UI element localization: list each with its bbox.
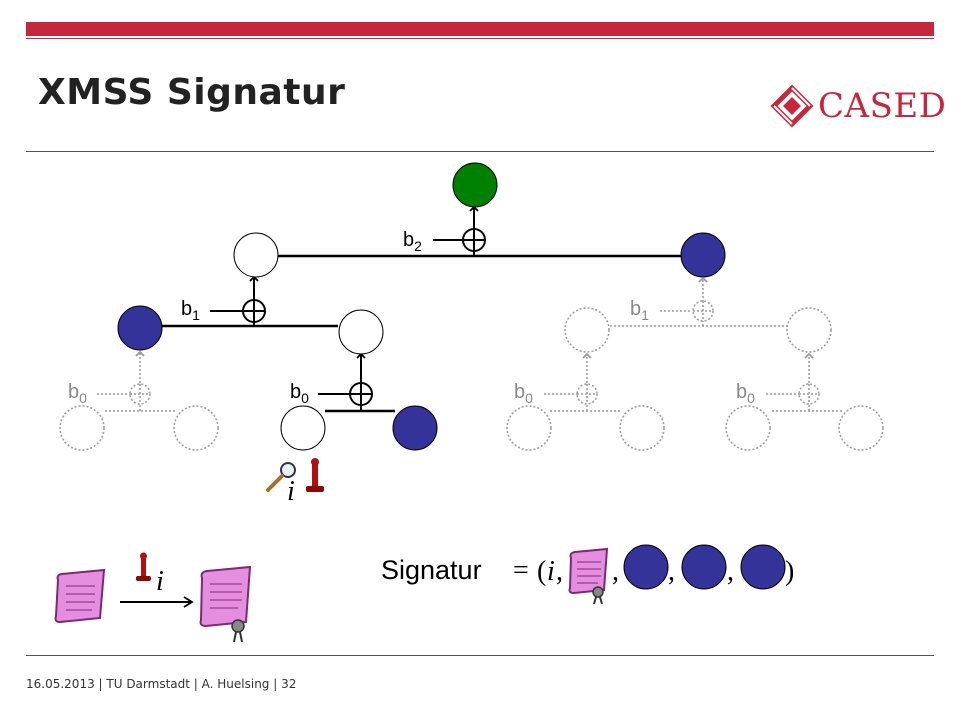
footer-page-number: 32: [281, 677, 297, 691]
stamp-icon: [136, 552, 151, 581]
cased-logo: CASED: [770, 84, 946, 132]
footer-separator: |: [189, 677, 202, 691]
footer-separator: |: [94, 677, 107, 691]
signature-comma-1: ,: [556, 556, 563, 587]
signature-open-paren: (: [537, 556, 546, 587]
root-node: [452, 162, 498, 208]
footer-institution: TU Darmstadt: [106, 677, 190, 691]
signature-auth-node-1: [681, 544, 727, 590]
leaf-index-i: i: [287, 476, 295, 507]
slide-title: XMSS Signatur: [38, 72, 346, 113]
active-tree: [117, 162, 726, 451]
signature-auth-node-2: [740, 544, 786, 590]
footer-date: 16.05.2013: [26, 677, 95, 691]
leaf-node-i: [280, 405, 326, 451]
leaf-node-7: [838, 405, 884, 451]
signature-comma-4: ,: [727, 556, 734, 587]
footer-separator: |: [269, 677, 282, 691]
title-divider: [26, 151, 934, 152]
footer-divider: [26, 655, 934, 656]
node-level1-right-a: [564, 307, 610, 353]
stamp-icon: [306, 458, 324, 492]
footer: 16.05.2013 | TU Darmstadt | A. Huelsing …: [26, 677, 296, 691]
signed-scroll-icon: [568, 547, 609, 605]
auth-node-level1: [117, 305, 163, 351]
header-accent-bar: [26, 22, 934, 36]
magnifier-icon: [266, 462, 296, 492]
auth-node-level0: [392, 405, 438, 451]
label-b1: b1: [181, 298, 200, 323]
signed-scroll-icon: [199, 565, 252, 643]
signature-comma-3: ,: [668, 556, 675, 587]
label-b1-right: b1: [630, 298, 649, 323]
signature-equals: =: [513, 555, 529, 586]
signature-index: i: [547, 556, 555, 587]
legend-index-i: i: [156, 566, 164, 597]
signature-close-paren: ): [785, 556, 794, 587]
label-b0-right-a: b0: [514, 381, 533, 406]
footer-author: A. Huelsing: [201, 677, 270, 691]
signature-comma-2: ,: [612, 556, 619, 587]
label-b0-left: b0: [68, 381, 87, 406]
logo-text: CASED: [818, 86, 947, 126]
node-level1-right: [338, 309, 384, 355]
cased-logo-icon: [770, 84, 814, 128]
scroll-icon: [54, 568, 106, 624]
leaf-node-1: [173, 405, 219, 451]
leaf-node-6: [725, 405, 771, 451]
leaf-node-4: [506, 405, 552, 451]
inactive-tree: [59, 276, 884, 451]
node-level1-right-b: [786, 307, 832, 353]
signature-label: Signatur: [381, 555, 482, 585]
leaf-node-5: [619, 405, 665, 451]
leaf-node-0: [59, 405, 105, 451]
node-level2-left: [233, 232, 279, 278]
label-b0: b0: [290, 381, 309, 406]
header-accent-line: [26, 38, 934, 39]
signature-auth-node-0: [623, 544, 669, 590]
label-b0-right-b: b0: [736, 381, 755, 406]
label-b2: b2: [403, 229, 422, 254]
auth-node-level2: [680, 232, 726, 278]
